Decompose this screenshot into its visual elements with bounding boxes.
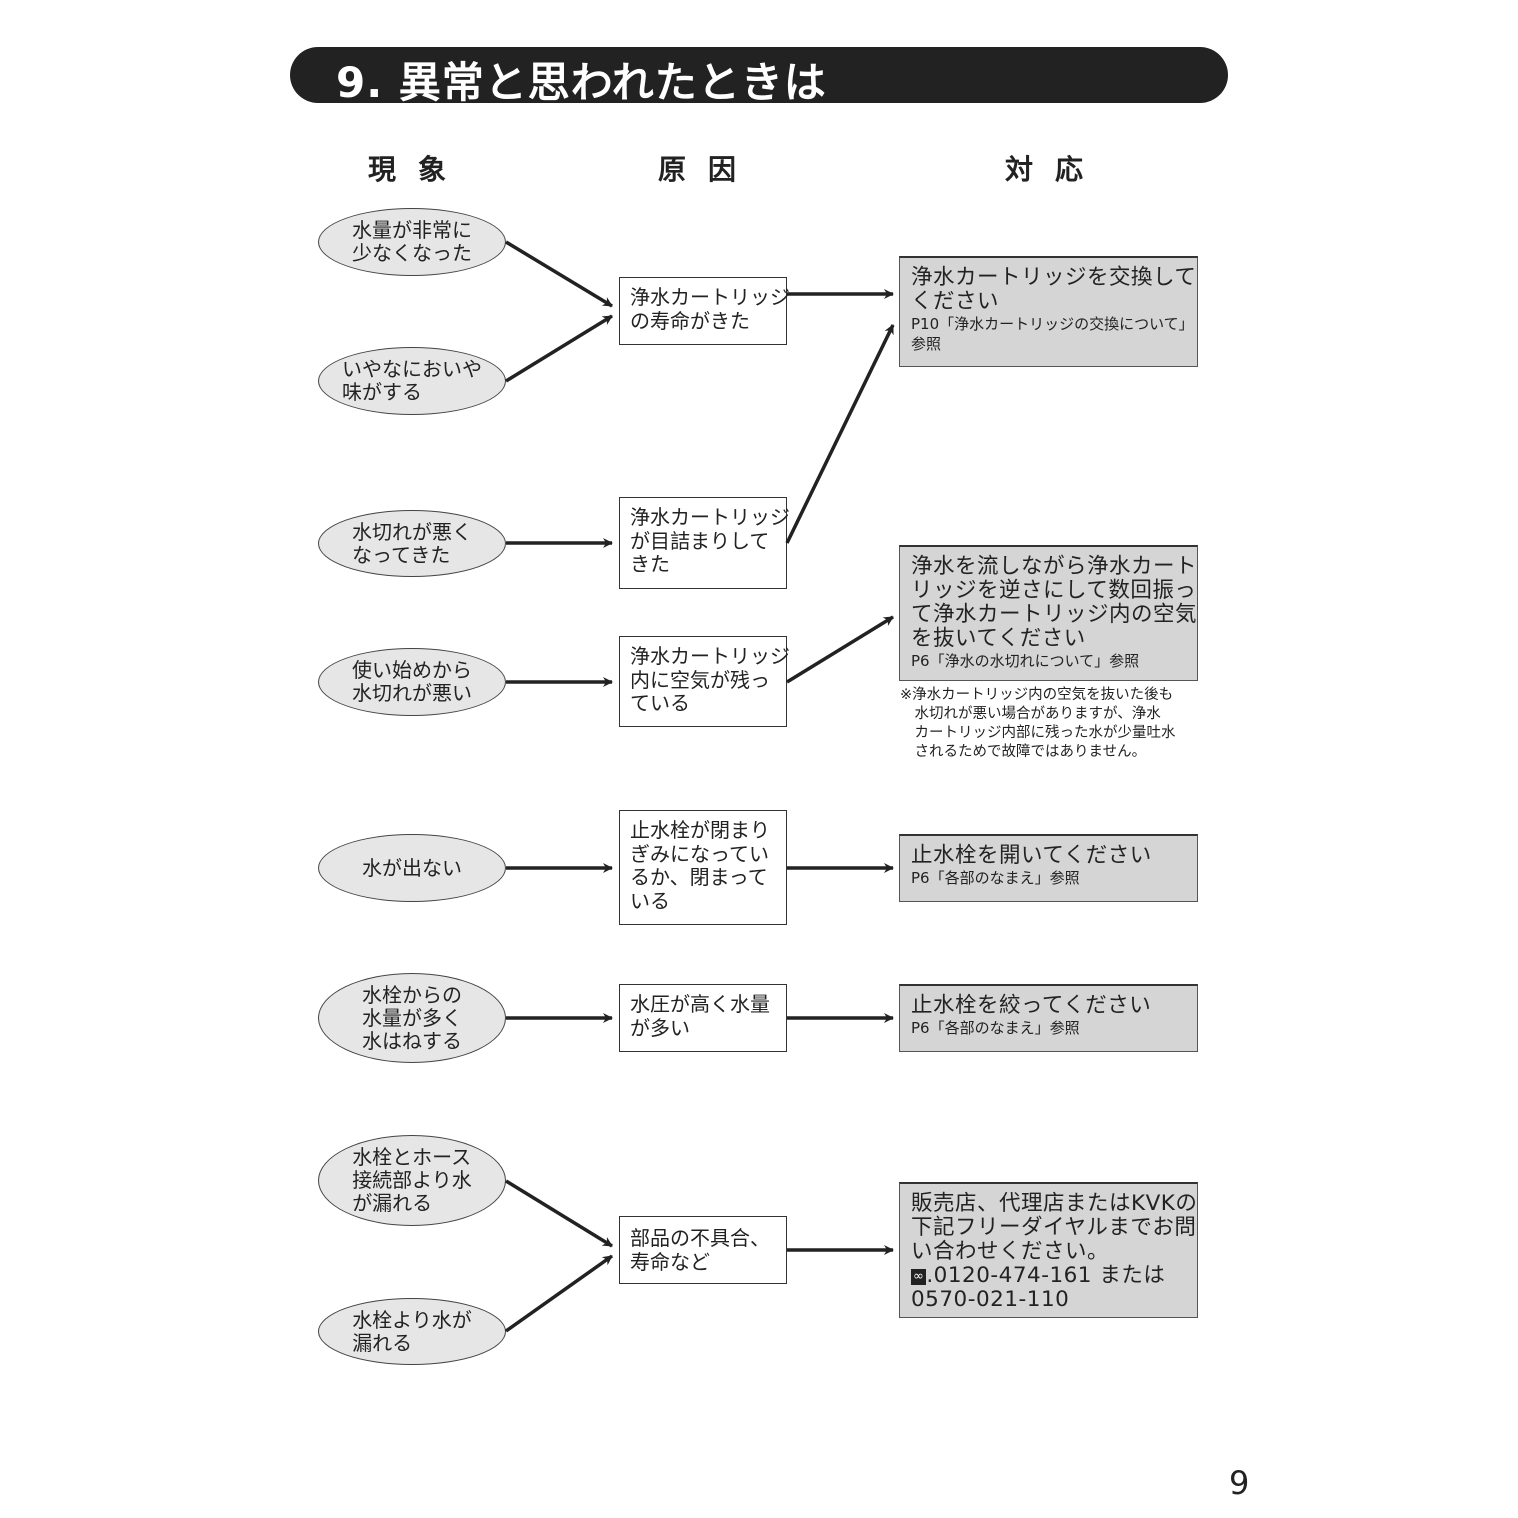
phenomenon-text: 使い始めから 水切れが悪い — [352, 658, 472, 705]
section-title: 9. 異常と思われたときは — [336, 58, 827, 107]
remedy-text: 止水栓を開いてください — [911, 843, 1152, 868]
cause-4: 止水栓が閉まり ぎみになってい るか、閉まって いる — [619, 810, 787, 925]
remedy-text: 浄水カートリッジを交換して ください — [911, 265, 1197, 314]
arrow — [505, 1179, 613, 1248]
phenomenon-7: 水栓とホース 接続部より水 が漏れる — [318, 1135, 506, 1226]
remedy-reference: P6「各部のなまえ」参照 — [911, 1019, 1080, 1037]
remedy-text: 販売店、代理店またはKVKの 下記フリーダイヤルまでお問 い合わせください。 — [911, 1191, 1198, 1264]
remedy-note: ※浄水カートリッジ内の空気を抜いた後も 水切れが悪い場合がありますが、浄水 カー… — [900, 687, 1176, 760]
cause-1: 浄水カートリッジ の寿命がきた — [619, 277, 790, 345]
column-header-phenomenon: 現象 — [368, 153, 469, 186]
page-number: 9 — [1229, 1464, 1250, 1502]
phenomenon-text: 水栓より水が 漏れる — [352, 1307, 472, 1355]
remedy-reference: P6「各部のなまえ」参照 — [911, 869, 1080, 887]
phone-numbers: .0120-474-161 または 0570-021-110 — [911, 1263, 1166, 1312]
phenomenon-2: いやなにおいや 味がする — [318, 347, 506, 415]
cause-3: 浄水カートリッジ 内に空気が残っ ている — [619, 636, 790, 727]
phenomenon-8: 水栓より水が 漏れる — [318, 1298, 506, 1365]
column-header-remedy: 対応 — [1005, 153, 1106, 186]
phenomenon-4: 使い始めから 水切れが悪い — [318, 648, 506, 716]
cause-5: 水圧が高く水量 が多い — [619, 984, 787, 1052]
phenomenon-text: 水が出ない — [362, 855, 462, 880]
cause-2: 浄水カートリッジ が目詰まりして きた — [619, 497, 790, 589]
arrow — [505, 240, 613, 308]
column-header-cause: 原因 — [658, 153, 759, 186]
cause-6: 部品の不具合、 寿命など — [619, 1216, 787, 1284]
phenomenon-text: 水量が非常に 少なくなった — [352, 218, 472, 265]
phenomenon-3: 水切れが悪く なってきた — [318, 510, 506, 577]
arrow — [505, 314, 613, 383]
remedy-text: 止水栓を絞ってください — [911, 993, 1152, 1018]
remedy-text: 浄水を流しながら浄水カート リッジを逆さにして数回振っ て浄水カートリッジ内の空… — [911, 554, 1198, 651]
remedy-reference: P10「浄水カートリッジの交換について」 参照 — [911, 315, 1194, 353]
section-header: 9. 異常と思われたときは — [290, 47, 1228, 107]
phenomenon-1: 水量が非常に 少なくなった — [318, 208, 506, 276]
remedy-5: 販売店、代理店またはKVKの 下記フリーダイヤルまでお問 い合わせください。 ∞.… — [899, 1182, 1198, 1318]
phenomenon-text: 水栓とホース 接続部より水 が漏れる — [352, 1145, 472, 1215]
phenomenon-text: 水栓からの 水量が多く 水はねする — [362, 982, 462, 1053]
phenomenon-5: 水が出ない — [318, 834, 506, 902]
remedy-2: 浄水を流しながら浄水カート リッジを逆さにして数回振っ て浄水カートリッジ内の空… — [899, 545, 1198, 681]
phenomenon-text: 水切れが悪く なってきた — [352, 519, 472, 567]
arrow — [785, 324, 895, 544]
arrow — [504, 1254, 614, 1333]
arrow — [786, 615, 894, 684]
remedy-reference: P6「浄水の水切れについて」参照 — [911, 652, 1140, 670]
phenomenon-text: いやなにおいや 味がする — [342, 357, 482, 404]
free-dial-icon: ∞ — [911, 1269, 927, 1285]
phenomenon-6: 水栓からの 水量が多く 水はねする — [318, 973, 506, 1063]
